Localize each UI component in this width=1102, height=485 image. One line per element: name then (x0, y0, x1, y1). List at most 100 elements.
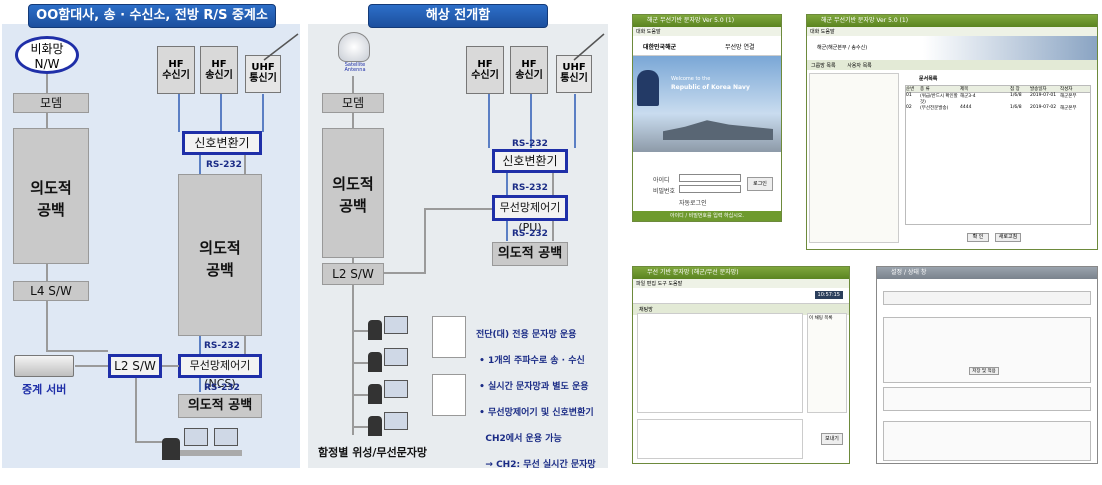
ship-hf-receiver: HF 수신기 (466, 46, 504, 94)
list-window: 해군 무선기반 문자망 Ver 5.0 (1) 대화 도움말 해군(해군본부 /… (806, 14, 1098, 250)
chat-toolbar: 10:57:15 (633, 288, 849, 304)
screen-thumb-1 (432, 316, 466, 358)
chat-menu-1[interactable]: 편집 (646, 281, 656, 287)
l4-switch: L4 S/W (13, 281, 89, 301)
relay-server-label: 중계 서버 (22, 383, 67, 396)
relay-server (14, 355, 74, 377)
welcome-line-1: Welcome to the (671, 76, 711, 82)
rs232-label-a: RS-232 (206, 160, 242, 170)
ncs-controller: 무선망제어기(NCS) (178, 354, 262, 390)
login-window: 해군 무선기반 문자망 Ver 5.0 (1) 대화 도움말 대한민국해군 무선… (632, 14, 782, 222)
chat-menu-3[interactable]: 도움말 (668, 281, 683, 287)
list-user: 해군(해군본부 / 송수신) (817, 45, 868, 51)
chat-title: 무선 기반 문자망 (해군/무선 문자망) (633, 267, 849, 279)
satellite-antenna-icon: Satellite Antenna (336, 32, 372, 76)
note-5: → CH2: 무선 실시간 문자망 (476, 460, 596, 470)
chat-room-label: 채팅방 (633, 304, 849, 315)
cell: (무선전문발송) (920, 106, 949, 111)
col-3: 첨 장 (1010, 87, 1020, 92)
list-table: 순번 종 류 제목 첨 장 발송일자 작성자 01 (위급/반드시 확인할것) … (905, 85, 1091, 225)
login-menu-1[interactable]: 도움말 (646, 29, 661, 35)
cell: 해군본부 (1060, 94, 1077, 99)
cell: 02 (906, 105, 912, 110)
pw-label: 비밀번호 (653, 188, 676, 195)
list-title: 해군 무선기반 문자망 Ver 5.0 (1) (807, 15, 1097, 27)
id-input[interactable] (679, 174, 741, 182)
list-menu-0[interactable]: 대화 (810, 29, 820, 35)
col-2: 제목 (960, 87, 969, 92)
col-4: 발송일자 (1030, 87, 1047, 92)
rs232-label-c: RS-232 (204, 383, 240, 393)
ship-pu-controller: 무선망제어기(PU) (492, 195, 568, 234)
ship-workstation-2 (368, 348, 410, 374)
uhf-radio: UHF 통신기 (245, 55, 281, 93)
network-cloud: 비화망 N/W (15, 36, 79, 74)
ship-uhf-radio: UHF 통신기 (556, 55, 592, 93)
cell: 4444 (960, 105, 972, 110)
signal-converter: 신호변환기 (182, 131, 262, 155)
chat-window: 무선 기반 문자망 (해군/무선 문자망) 파일 편집 도구 도움말 10:57… (632, 266, 850, 464)
ship-workstation-1 (368, 316, 410, 342)
settings-window: 설정 / 상태 창 저장 및 적용 (876, 266, 1098, 464)
table-row[interactable]: 02 (무선전문발송) 4444 1/6/8 2019-07-02 해군본부 (906, 105, 1090, 111)
operation-notes: 전단(대) 전용 문자망 운용 • 1개의 주파수로 송 · 수신 • 실시간 … (476, 316, 596, 485)
list-section-title: 문서목록 (919, 76, 938, 82)
col-1: 종 류 (920, 87, 930, 92)
list-menu-1[interactable]: 도움말 (820, 29, 835, 35)
tab-users[interactable]: 사용자 목록 (847, 63, 872, 69)
cell: 1/6/8 (1010, 93, 1022, 98)
settings-apply-button[interactable]: 저장 및 적용 (969, 367, 999, 375)
note-1: • 1개의 주파수로 송 · 수신 (476, 356, 585, 366)
list-ok-button[interactable]: 확 인 (967, 233, 989, 242)
hf-transmitter: HF 송신기 (200, 46, 238, 94)
pw-input[interactable] (679, 185, 741, 193)
left-panel-title: OO함대사, 송 · 수신소, 전방 R/S 중계소 (28, 4, 276, 28)
screen-thumb-2 (432, 374, 466, 416)
ship-hf-transmitter: HF 송신기 (510, 46, 548, 94)
chat-menu-2[interactable]: 도구 (657, 281, 667, 287)
login-button[interactable]: 로그인 (747, 177, 773, 191)
chat-send-button[interactable]: 보내기 (821, 433, 843, 445)
note-4: CH2에서 운용 가능 (476, 434, 562, 444)
l2-switch: L2 S/W (108, 354, 162, 378)
ship-modem: 모뎀 (322, 93, 384, 113)
ship-blank-1: 의도적 공백 (322, 128, 384, 258)
cell: 2019-07-01 (1030, 93, 1057, 98)
chat-side-list: 이 채팅 목록 (807, 313, 847, 413)
navy-logo: 대한민국해군 (643, 44, 677, 51)
auto-login-checkbox[interactable]: 자동로그인 (679, 200, 707, 207)
ship-workstation-3 (368, 380, 410, 406)
chat-side-title: 이 채팅 목록 (809, 316, 833, 321)
ship-antenna-icon (573, 33, 605, 61)
blank-box-3: 의도적 공백 (178, 394, 262, 418)
antenna-icon (263, 33, 299, 61)
list-refresh-button[interactable]: 새로고침 (995, 233, 1021, 242)
ship-l2-switch: L2 S/W (322, 263, 384, 285)
tab-groups[interactable]: 그룹방 목록 (811, 63, 836, 69)
id-label: 아이디 (653, 177, 670, 184)
blank-box-2: 의도적 공백 (178, 174, 262, 336)
login-banner: Welcome to the Republic of Korea Navy (633, 56, 781, 152)
settings-title: 설정 / 상태 창 (877, 267, 1097, 279)
cell: 해군3-4 (960, 94, 976, 99)
table-row[interactable]: 01 (위급/반드시 확인할것) 해군3-4 1/6/8 2019-07-01 … (906, 93, 1090, 105)
login-menu-0[interactable]: 대화 (636, 29, 646, 35)
cell: 2019-07-02 (1030, 105, 1057, 110)
ship-rs232-c: RS-232 (512, 229, 548, 239)
chat-clock: 10:57:15 (814, 291, 843, 299)
rs232-label-b: RS-232 (204, 341, 240, 351)
ship-bottom-label: 함정별 위성/무선문자망 (318, 446, 428, 459)
login-title: 해군 무선기반 문자망 Ver 5.0 (1) (633, 15, 781, 27)
chat-input[interactable] (637, 419, 803, 459)
ship-signal-converter: 신호변환기 (492, 149, 568, 173)
col-5: 작성자 (1060, 87, 1073, 92)
note-3: • 무선망제어기 및 신호변환기 (476, 408, 594, 418)
cell: 01 (906, 93, 912, 98)
ship-workstation-4 (368, 412, 410, 438)
cell: 1/6/8 (1010, 105, 1022, 110)
hf-receiver: HF 수신기 (157, 46, 195, 94)
cell: 해군본부 (1060, 106, 1077, 111)
connect-button[interactable]: 무선망 연결 (725, 44, 755, 51)
chat-menu-0[interactable]: 파일 (636, 281, 646, 287)
note-2: • 실시간 문자망과 별도 운용 (476, 382, 589, 392)
